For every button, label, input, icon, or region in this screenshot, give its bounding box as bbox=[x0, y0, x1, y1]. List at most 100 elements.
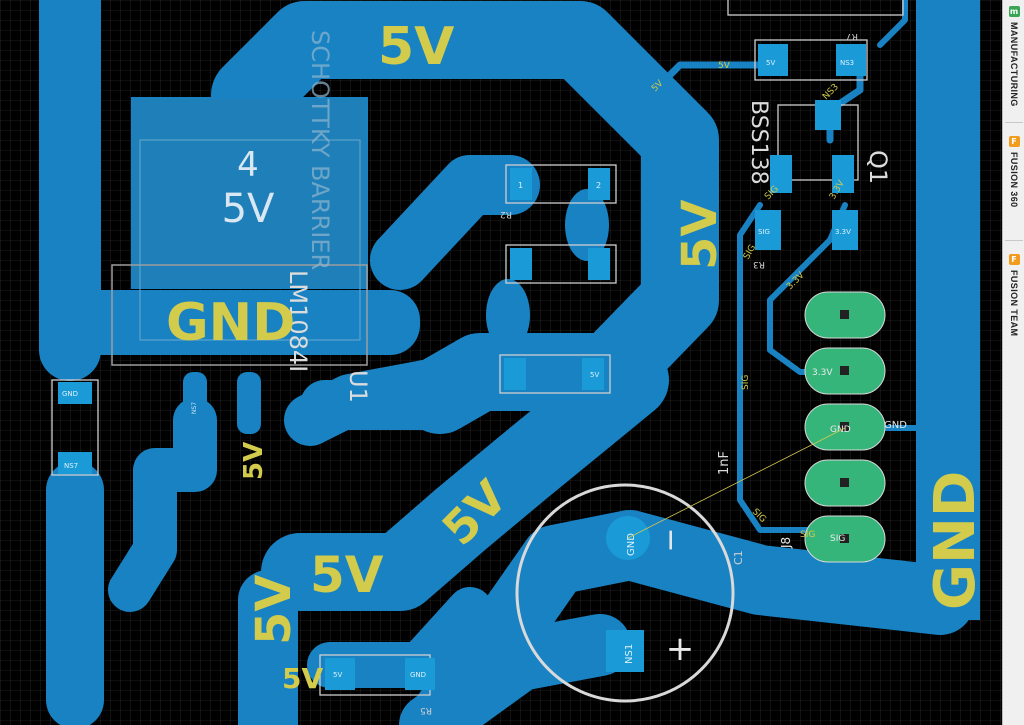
capacitor-c1-gnd-label: GND bbox=[626, 533, 637, 556]
trace-thin-sig[interactable] bbox=[737, 202, 848, 533]
resistor-r3-outline bbox=[505, 244, 617, 284]
j8-drill-3 bbox=[840, 422, 849, 431]
capacitor-c1-ns1-label: NS1 bbox=[624, 644, 635, 664]
transistor-part-label: BSS138 bbox=[746, 100, 771, 185]
vendor-silkscreen-text: SCHOTTKY BARRIER bbox=[306, 30, 334, 270]
pad-label-r2-1: 1 bbox=[518, 181, 523, 190]
pad-r3-1[interactable] bbox=[510, 248, 532, 280]
pad-left-1[interactable] bbox=[58, 382, 92, 404]
pad-r-sig-1[interactable] bbox=[755, 210, 781, 250]
resistor-r2-outline bbox=[505, 164, 617, 204]
capacitor-c1-minus-sign: − bbox=[653, 527, 688, 552]
net-label-5v-right: 5V bbox=[672, 199, 728, 270]
tab-fusion-team[interactable]: F FUSION TEAM bbox=[1003, 250, 1024, 336]
pad-q1-left[interactable] bbox=[770, 155, 792, 193]
trace-5v-mid[interactable] bbox=[370, 155, 540, 290]
pad-r7-2[interactable] bbox=[836, 44, 866, 76]
tab-separator bbox=[1005, 240, 1023, 241]
manufacturing-icon: m bbox=[1008, 6, 1020, 17]
pad-bottom-1[interactable] bbox=[325, 658, 355, 690]
pad-r2-2[interactable] bbox=[588, 168, 610, 200]
trace-label-sig-e: SIG bbox=[800, 530, 815, 540]
pad-blob-upper[interactable] bbox=[565, 189, 609, 261]
trace-c1-plus[interactable] bbox=[399, 614, 631, 725]
pad-label-r2-2: 2 bbox=[596, 181, 601, 190]
pcb-board-canvas[interactable]: 4 5V SCHOTTKY BARRIER LM1084I U1 NS7 bbox=[0, 0, 1002, 725]
pad-label-bottom-5v: 5V bbox=[333, 671, 342, 679]
tab-fusion-360[interactable]: F FUSION 360 bbox=[1003, 132, 1024, 208]
j8-drill-5 bbox=[840, 534, 849, 543]
pad-q1-top[interactable] bbox=[815, 100, 841, 130]
regulator-leg-pad-2[interactable] bbox=[237, 372, 261, 434]
pad-q1-right[interactable] bbox=[832, 155, 854, 193]
ref-r2: R2 bbox=[500, 209, 512, 219]
regulator-pad-number: 4 bbox=[237, 145, 259, 185]
resistor-r7-outline bbox=[754, 39, 868, 81]
pad-left-2[interactable] bbox=[58, 452, 92, 474]
fusion-team-icon: F bbox=[1008, 254, 1020, 265]
side-panel: m MANUFACTURING F FUSION 360 F FUSION TE… bbox=[1002, 0, 1024, 725]
pad-blob-lower[interactable] bbox=[486, 279, 530, 351]
tab-manufacturing-label: MANUFACTURING bbox=[1009, 22, 1019, 107]
pad-r3-2[interactable] bbox=[588, 248, 610, 280]
trace-blob-regulator[interactable] bbox=[300, 380, 460, 430]
resistor-r5-outline bbox=[499, 354, 611, 394]
pad-label-3v3-2: 3.3V bbox=[835, 228, 851, 236]
ref-u1: U1 bbox=[344, 370, 372, 403]
pad-r7-1[interactable] bbox=[758, 44, 788, 76]
regulator-pad-net: 5V bbox=[222, 186, 275, 232]
airwire-gnd bbox=[627, 427, 846, 539]
net-label-5v-lower: 5V bbox=[282, 662, 323, 695]
net-label-5v-bottom: 5V bbox=[310, 546, 384, 604]
pad-label-r7-ns3: NS3 bbox=[840, 59, 854, 67]
trace-gnd-right-vertical[interactable] bbox=[916, 0, 980, 620]
pad-ns7-label-a: NS7 bbox=[191, 402, 198, 414]
capacitor-c1-plus-sign: + bbox=[666, 629, 695, 669]
pad-r2-1[interactable] bbox=[510, 168, 532, 200]
gnd-copper-pour[interactable] bbox=[40, 290, 420, 355]
net-label-5v-vertical: 5V bbox=[246, 574, 302, 645]
j8-gnd-trace-label: GND bbox=[884, 420, 907, 431]
capacitor-value-label: 1nF bbox=[717, 451, 732, 475]
pad-label-sig-1: SIG bbox=[758, 228, 770, 236]
pad-bottom-2[interactable] bbox=[405, 658, 435, 690]
trace-label-sig-c: SIG bbox=[741, 375, 751, 390]
trace-bottom-left[interactable] bbox=[108, 398, 217, 612]
regulator-inner-outline bbox=[139, 139, 361, 341]
net-label-gnd-regulator: GND bbox=[166, 293, 295, 353]
pad-label-bottom-gnd: GND bbox=[410, 671, 426, 679]
pad-r5-1[interactable] bbox=[504, 358, 526, 390]
pad-label-r5-net: 5V bbox=[590, 371, 599, 379]
j8-pad-label-3v3: 3.3V bbox=[812, 368, 833, 378]
j8-drill-2 bbox=[840, 366, 849, 375]
ref-j8: J8 bbox=[779, 537, 793, 549]
trace-thin-5v-top[interactable] bbox=[651, 61, 779, 94]
capacitor-c1-silk bbox=[515, 483, 735, 703]
j8-drill-4 bbox=[840, 478, 849, 487]
pad-label-left-ns7: NS7 bbox=[64, 462, 78, 470]
net-label-5v-leg: 5V bbox=[239, 442, 269, 480]
tab-fusion-team-label: FUSION TEAM bbox=[1009, 270, 1019, 337]
trace-5v-diagonal[interactable] bbox=[261, 341, 669, 611]
capacitor-c1-plus-pad[interactable] bbox=[606, 630, 644, 672]
ref-r5: R5 bbox=[420, 705, 432, 715]
connector-top-outline bbox=[727, 0, 904, 16]
regulator-tab-pad[interactable] bbox=[131, 97, 368, 289]
pad-label-left-gnd: GND bbox=[62, 390, 78, 398]
regulator-leg-pad-1[interactable] bbox=[183, 372, 207, 434]
trace-thin-top-right[interactable] bbox=[877, 0, 908, 48]
j8-drill-1 bbox=[840, 310, 849, 319]
fusion-360-icon: F bbox=[1008, 136, 1020, 147]
ref-q1: Q1 bbox=[864, 150, 892, 184]
resistor-left-outline bbox=[51, 379, 99, 476]
tab-manufacturing[interactable]: m MANUFACTURING bbox=[1003, 2, 1024, 107]
net-label-gnd-right: GND bbox=[923, 471, 988, 610]
regulator-silk-outline bbox=[111, 264, 368, 366]
chip-silkscreen-text: LM1084I bbox=[284, 270, 312, 372]
pad-r-sig-2[interactable] bbox=[832, 210, 858, 250]
j8-pad-label-sig: SIG bbox=[830, 534, 845, 544]
ref-c1: C1 bbox=[732, 550, 745, 565]
ref-r3: R3 bbox=[753, 259, 765, 269]
pad-label-r7-5v: 5V bbox=[766, 59, 775, 67]
pad-r5-2[interactable] bbox=[582, 358, 604, 390]
